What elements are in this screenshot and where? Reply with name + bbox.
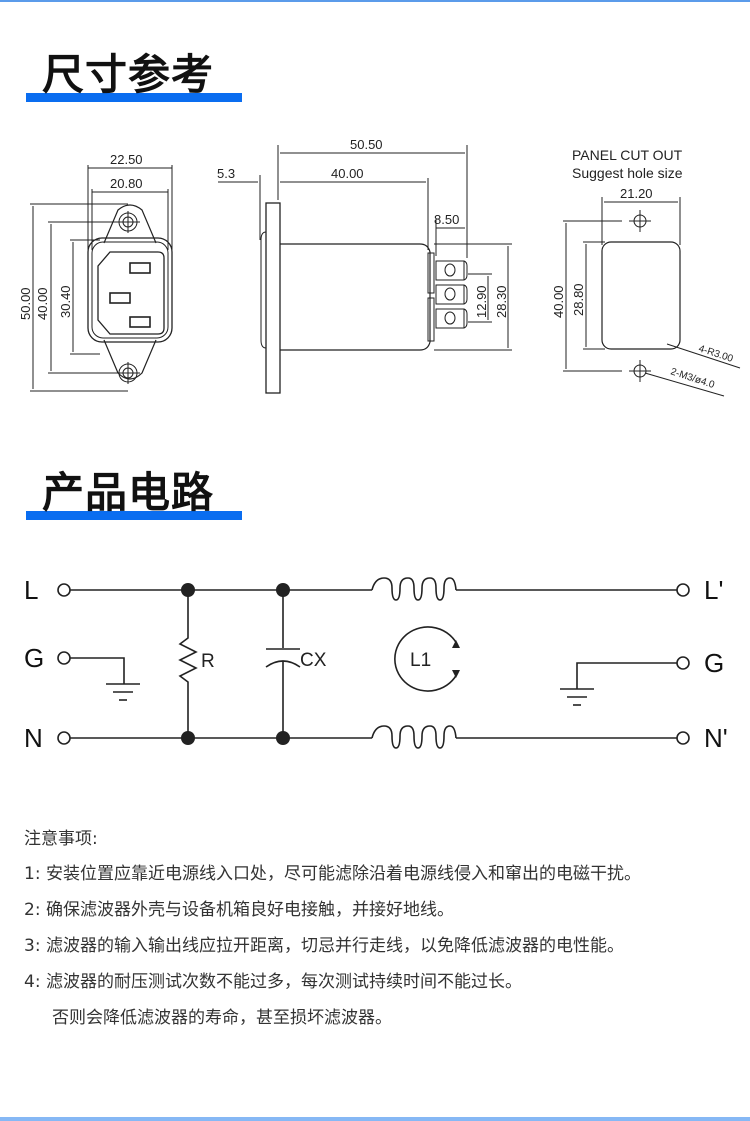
terminal-label-G-out: G — [704, 648, 724, 678]
bottom-border — [0, 1117, 750, 1121]
note-number: 2: — [24, 900, 41, 920]
note-text: 确保滤波器外壳与设备机箱良好电接触，并接好地线。 — [45, 900, 454, 920]
title-underline — [26, 93, 242, 102]
dim-20-80: 20.80 — [110, 176, 143, 191]
section-title-dimensions: 尺寸参考 — [26, 50, 246, 102]
inductor-label: L1 — [410, 650, 431, 671]
dim-21-20: 21.20 — [620, 186, 653, 201]
section-title-circuit: 产品电路 — [26, 468, 246, 520]
note-item: 2: 确保滤波器外壳与设备机箱良好电接触，并接好地线。 — [24, 892, 744, 928]
panel-title-line1: PANEL CUT OUT — [572, 147, 683, 163]
inductor-bottom — [371, 725, 457, 749]
resistor — [178, 590, 198, 738]
junction — [276, 731, 290, 745]
junction — [276, 583, 290, 597]
note-item: 3: 滤波器的输入输出线应拉开距离，切忌并行走线，以免降低滤波器的电性能。 — [24, 928, 744, 964]
dim-28-30: 28.30 — [494, 285, 509, 318]
coupling-loop — [394, 626, 459, 692]
dimension-drawings: 22.50 20.80 50.00 40.00 30.40 50.50 5.3 … — [18, 137, 741, 397]
note-item: 4: 滤波器的耐压测试次数不能过多，每次测试持续时间不能过长。 — [24, 964, 744, 1000]
title-underline — [26, 511, 242, 520]
panel-title-line2: Suggest hole size — [572, 165, 683, 181]
inductor-top — [371, 577, 457, 601]
resistor-label: R — [201, 651, 215, 672]
dim-22-50: 22.50 — [110, 152, 143, 167]
capacitor-label: CX — [300, 650, 327, 671]
dim-40-00-side: 40.00 — [331, 166, 364, 181]
top-border — [0, 0, 750, 2]
dim-50-50: 50.50 — [350, 137, 383, 152]
notes-heading: 注意事项: — [24, 829, 98, 849]
dim-30-40: 30.40 — [58, 285, 73, 318]
section-title-text: 尺寸参考 — [42, 50, 215, 99]
side-view-drawing — [218, 145, 512, 394]
terminal-label-L-out: L' — [704, 575, 723, 605]
note-number: 1: — [24, 864, 41, 884]
dim-50-00: 50.00 — [18, 287, 33, 320]
note-text: 滤波器的耐压测试次数不能过多，每次测试持续时间不能过长。 — [45, 972, 522, 992]
terminal-label-L: L — [24, 575, 38, 605]
dim-12-90: 12.90 — [474, 285, 489, 318]
note-item: 1: 安装位置应靠近电源线入口处，尽可能滤除沿着电源线侵入和窜出的电磁干扰。 — [24, 856, 744, 892]
section-title-text: 产品电路 — [42, 468, 215, 517]
note-text: 安装位置应靠近电源线入口处，尽可能滤除沿着电源线侵入和窜出的电磁干扰。 — [45, 864, 641, 884]
note-continuation: 否则会降低滤波器的寿命，甚至损坏滤波器。 — [52, 1008, 392, 1028]
dim-5-3: 5.3 — [217, 166, 235, 181]
corner-radius-note: 4-R3.00 — [697, 343, 735, 365]
dim-28-80: 28.80 — [571, 283, 586, 316]
note-number: 3: — [24, 936, 41, 956]
note-text: 滤波器的输入输出线应拉开距离，切忌并行走线，以免降低滤波器的电性能。 — [45, 936, 624, 956]
junction — [181, 583, 195, 597]
junction — [181, 731, 195, 745]
notes-section: 注意事项: 1: 安装位置应靠近电源线入口处，尽可能滤除沿着电源线侵入和窜出的电… — [24, 822, 744, 1036]
dim-40-00-front: 40.00 — [35, 287, 50, 320]
terminal-label-N-out: N' — [704, 723, 728, 753]
panel-cutout-drawing — [563, 197, 741, 397]
note-number: 4: — [24, 972, 41, 992]
terminal-label-N: N — [24, 723, 43, 753]
dim-40-00-panel: 40.00 — [551, 285, 566, 318]
front-view-drawing — [30, 165, 173, 392]
terminal-label-G-in: G — [24, 643, 44, 673]
dim-8-50: 8.50 — [434, 212, 459, 227]
circuit-diagram: L G N L' G N' R CX L1 — [24, 575, 728, 753]
